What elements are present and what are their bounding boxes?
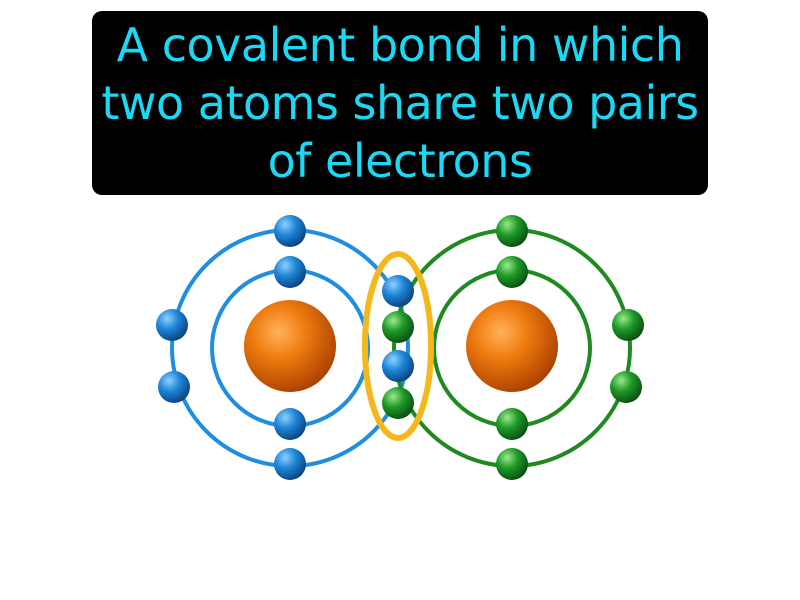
electron: [496, 256, 528, 288]
shared-electron: [382, 350, 414, 382]
left-nucleus: [244, 300, 336, 392]
caption-box: A covalent bond in which two atoms share…: [92, 11, 708, 195]
caption-text: A covalent bond in which two atoms share…: [101, 18, 699, 188]
electron: [496, 215, 528, 247]
electron: [156, 309, 188, 341]
electron: [158, 371, 190, 403]
shared-electron: [382, 387, 414, 419]
electron: [496, 408, 528, 440]
electron: [612, 309, 644, 341]
left-electrons: [156, 215, 306, 480]
right-nucleus: [466, 300, 558, 392]
electron: [274, 408, 306, 440]
shared-electron-pairs: [362, 251, 434, 441]
electron: [274, 256, 306, 288]
electron: [274, 215, 306, 247]
electron: [610, 371, 642, 403]
shared-pairs-highlight: [362, 251, 434, 441]
right-electrons: [496, 215, 644, 480]
electron: [274, 448, 306, 480]
electron: [496, 448, 528, 480]
shared-electron: [382, 311, 414, 343]
shared-electron: [382, 275, 414, 307]
